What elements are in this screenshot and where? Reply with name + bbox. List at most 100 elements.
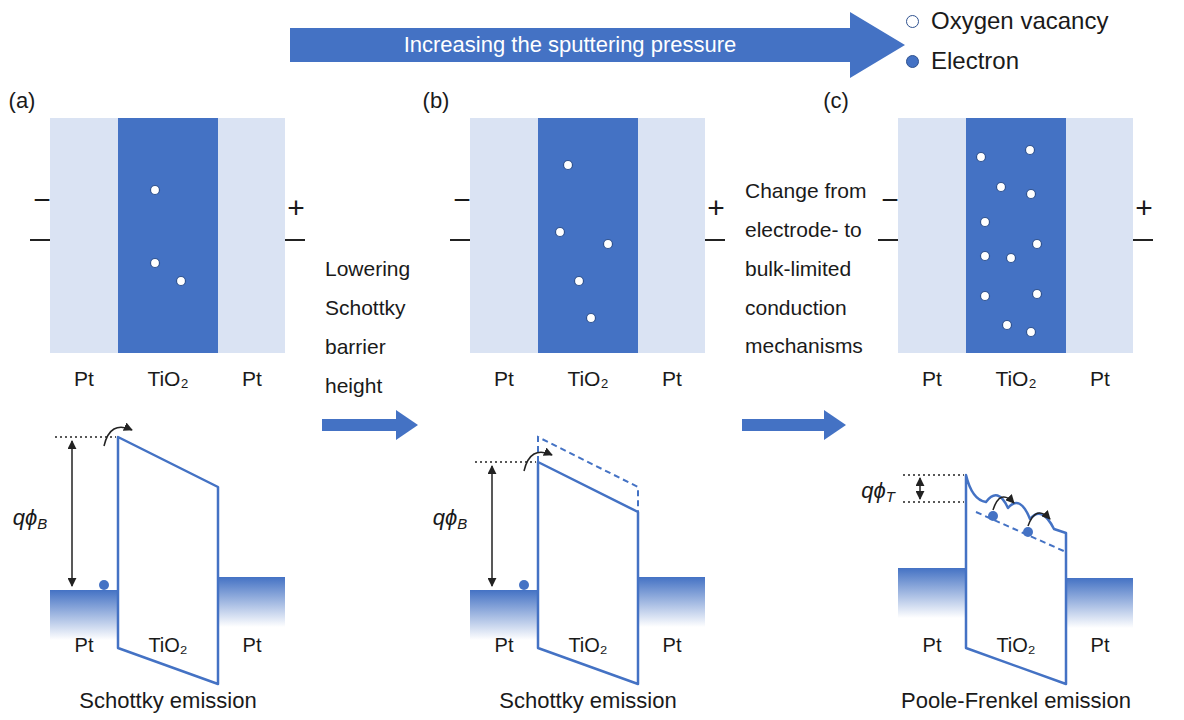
band-label: TiO₂ xyxy=(568,634,607,657)
layer-label: Pt xyxy=(922,367,942,391)
band-diagram xyxy=(898,475,1133,684)
legend-swatch xyxy=(906,15,919,28)
band-diagram-part xyxy=(538,462,638,684)
band-diagram-part xyxy=(491,466,493,586)
barrier-height-label: qϕB xyxy=(13,505,47,530)
device-panel: (b)−+PtTiO₂PtqϕBPtTiO₂PtSchottky emissio… xyxy=(420,85,740,715)
oxygen-vacancy-part xyxy=(587,314,596,323)
oxygen-vacancy-part xyxy=(556,228,565,237)
band-label: Pt xyxy=(495,634,514,657)
oxygen-vacancy xyxy=(556,161,613,323)
band-label: Pt xyxy=(243,634,262,657)
legend-label: Electron xyxy=(931,47,1019,75)
layer-label: TiO₂ xyxy=(147,367,188,391)
band-diagram-part xyxy=(1066,578,1133,628)
band-label: TiO₂ xyxy=(996,634,1035,657)
mechanism-caption: Poole-Frenkel emission xyxy=(901,688,1131,713)
terminal-sign: + xyxy=(287,191,305,226)
band-diagram-part xyxy=(919,478,921,499)
oxygen-vacancy-part xyxy=(1026,146,1035,155)
band-diagram-part xyxy=(903,474,964,476)
legend-swatch xyxy=(906,55,919,68)
process-arrow xyxy=(322,419,396,431)
arrow-banner: Increasing the sputtering pressure xyxy=(290,12,905,78)
device-panel: (a)−+PtTiO₂PtqϕBPtTiO₂PtSchottky emissio… xyxy=(0,85,320,715)
band-label: TiO₂ xyxy=(148,634,187,657)
oxygen-vacancy-part xyxy=(151,259,160,268)
band-label: Pt xyxy=(923,634,942,657)
band-diagram-part xyxy=(538,437,638,512)
layer-label: Pt xyxy=(494,367,514,391)
oxygen-vacancy-part xyxy=(981,252,990,261)
band-diagram-part xyxy=(524,452,552,471)
band-diagram-part xyxy=(118,437,218,684)
layer-label: Pt xyxy=(74,367,94,391)
terminal-sign: − xyxy=(881,183,899,218)
oxygen-vacancy-part xyxy=(575,277,584,286)
process-arrow xyxy=(742,419,824,431)
layer-label: Pt xyxy=(662,367,682,391)
oxygen-vacancy-part xyxy=(977,153,986,162)
oxygen-vacancy-part xyxy=(1007,254,1016,263)
band-diagram xyxy=(50,427,285,684)
band-diagram-part xyxy=(519,580,529,590)
panel-label: (b) xyxy=(423,88,450,113)
oxygen-vacancy-part xyxy=(1027,190,1036,199)
oxygen-vacancy-part xyxy=(564,161,573,170)
mechanism-caption: Schottky emission xyxy=(499,688,676,713)
band-diagram-part xyxy=(99,580,109,590)
layer-label: TiO₂ xyxy=(995,367,1036,391)
device-panel: (c)−+PtTiO₂PtqϕTPtTiO₂PtPoole-Frenkel em… xyxy=(848,85,1168,715)
band-diagram-part xyxy=(976,512,1066,552)
band-diagram-part xyxy=(898,568,966,618)
oxygen-vacancy xyxy=(151,186,186,286)
arrow-label: Lowering Schottky barrier height xyxy=(325,250,425,405)
band-diagram-part xyxy=(50,590,118,640)
band-diagram-part xyxy=(993,497,1014,510)
barrier-height-label: qϕT xyxy=(861,478,895,503)
legend-label: Oxygen vacancy xyxy=(931,7,1108,35)
oxygen-vacancy-part xyxy=(604,240,613,249)
layer-label: Pt xyxy=(242,367,262,391)
terminal-sign: + xyxy=(707,191,725,226)
band-diagram-part xyxy=(988,511,998,521)
subscript: B xyxy=(457,515,467,532)
band-label: Pt xyxy=(75,634,94,657)
oxygen-vacancy-part xyxy=(1033,290,1042,299)
oxygen-vacancy-part xyxy=(1027,328,1036,337)
legend-entry: Oxygen vacancy xyxy=(906,7,1108,35)
oxygen-vacancy-part xyxy=(981,218,990,227)
oxygen-vacancy-part xyxy=(981,292,990,301)
terminal-sign: − xyxy=(33,183,51,218)
band-diagram xyxy=(470,437,705,684)
subscript: B xyxy=(37,515,47,532)
subscript: T xyxy=(886,488,895,505)
oxygen-vacancy-part xyxy=(151,186,160,195)
panel-label: (c) xyxy=(823,88,849,113)
layer-label: Pt xyxy=(1090,367,1110,391)
band-diagram-part xyxy=(104,427,132,446)
oxygen-vacancy-part xyxy=(1003,321,1012,330)
device-stack xyxy=(30,118,305,353)
band-diagram-part xyxy=(903,501,964,503)
panel-label: (a) xyxy=(9,88,36,113)
mechanism-caption: Schottky emission xyxy=(79,688,256,713)
oxygen-vacancy xyxy=(977,146,1042,337)
device-stack xyxy=(450,118,725,353)
arrow-label: Change from electrode- to bulk-limited c… xyxy=(745,172,875,366)
device-stack xyxy=(878,118,1153,353)
band-diagram-part xyxy=(1028,513,1050,526)
band-label: Pt xyxy=(663,634,682,657)
band-label: Pt xyxy=(1091,634,1110,657)
layer-label: TiO₂ xyxy=(567,367,608,391)
terminal-sign: − xyxy=(453,183,471,218)
oxygen-vacancy-part xyxy=(1033,240,1042,249)
legend-entry: Electron xyxy=(906,47,1019,75)
oxygen-vacancy-part xyxy=(997,183,1006,192)
band-diagram-part xyxy=(71,441,73,586)
band-diagram-part xyxy=(638,577,705,627)
band-diagram-part xyxy=(966,475,1066,684)
